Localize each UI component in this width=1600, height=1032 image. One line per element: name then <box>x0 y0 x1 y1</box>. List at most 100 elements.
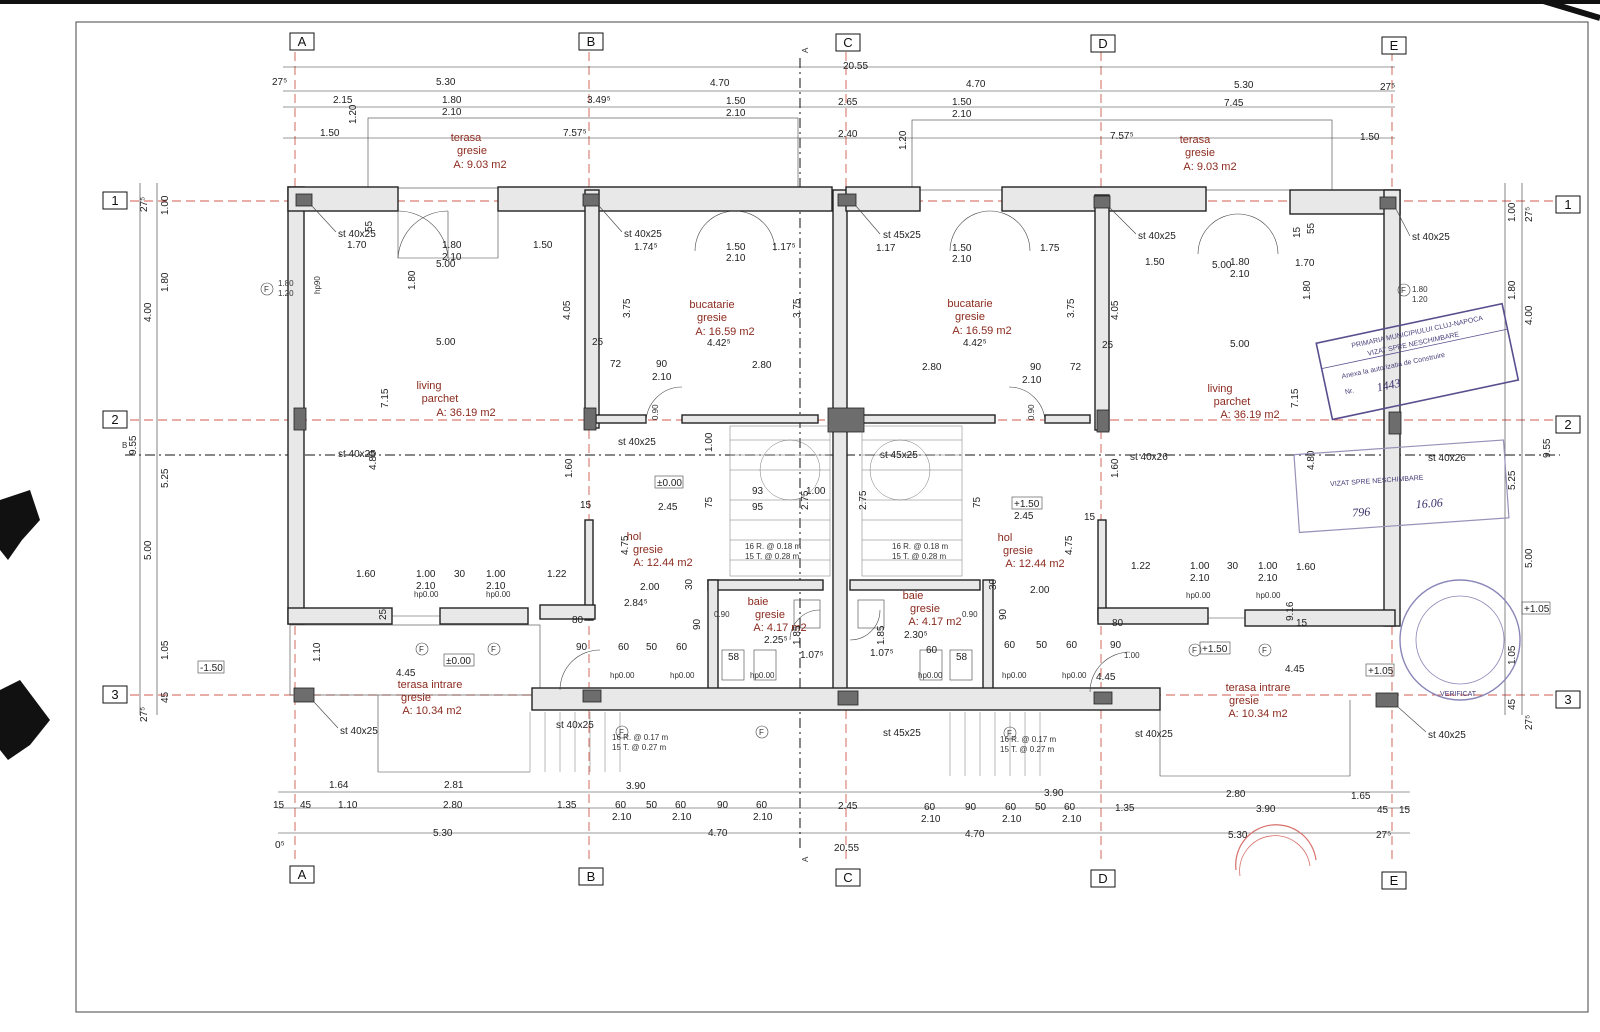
dim-left-1: 27⁵ <box>139 197 150 212</box>
dim-bot2-6: 27⁵ <box>1376 830 1391 841</box>
dim-left-2: 4.00 <box>143 302 154 322</box>
in-d185-1: 1.85 <box>792 625 803 645</box>
dim-bot1-15: 50 <box>1035 802 1047 813</box>
in-d100-w1: 1.00 <box>416 569 436 580</box>
dim-total-top: 20.55 <box>843 61 868 72</box>
dim-right-7: 1.05 <box>1507 645 1518 665</box>
in-d120-1: 1.20 <box>348 104 359 124</box>
in-d50-2: 50 <box>1036 640 1048 651</box>
dim-bot1-sub-3: 2.10 <box>753 812 773 823</box>
structural-columns <box>293 193 1402 708</box>
in-d180-1: 1.80 <box>442 240 462 251</box>
dim-top2-sub-3: 2.10 <box>952 109 972 120</box>
dim-bot1-sub-5: 2.10 <box>1002 814 1022 825</box>
room-terasa-intrare-left-name: terasa intrare <box>398 679 463 691</box>
in-d475-2: 4.75 <box>1064 535 1075 555</box>
dim-bot1-sub-1: 2.10 <box>612 812 632 823</box>
in-d55-1: 55 <box>364 220 375 232</box>
room-terasa-intrare-left-area: A: 10.34 m2 <box>402 705 461 717</box>
dim-bot1-sub-4: 2.10 <box>921 814 941 825</box>
dim-bot1-1: 15 <box>273 800 285 811</box>
in-d30-v2: 30 <box>988 578 999 590</box>
in-d60-3: 60 <box>926 645 938 656</box>
interior-dimensions: 5.00 5.00 5.00 5.00 1.70 1.70 1.80 1.80 … <box>278 104 1428 683</box>
in-d72-2: 72 <box>1070 362 1082 373</box>
dim-left-5: 1.05 <box>160 640 171 660</box>
axis-label-e-bottom: E <box>1390 873 1399 888</box>
in-d15-4: 15 <box>1296 618 1308 629</box>
section-mark-top: A <box>801 47 810 53</box>
room-terasa-intrare-left-finish: gresie <box>401 692 431 704</box>
dim-top-3: 4.70 <box>710 78 730 89</box>
top-right-corner <box>1539 0 1600 21</box>
in-d122-1: 1.22 <box>547 569 567 580</box>
dim-top3-1: 1.50 <box>320 128 340 139</box>
in-d160-1: 1.60 <box>356 569 376 580</box>
axis-label-3-right: 3 <box>1564 692 1571 707</box>
room-baie-left-area: A: 4.17 m2 <box>753 622 806 634</box>
dim-left-in-2: 1.80 <box>160 272 171 292</box>
tag-st-1: st 40x25 <box>338 229 376 240</box>
room-hol-right-finish: gresie <box>1003 545 1033 557</box>
dim-bot1-11: 2.45 <box>838 801 858 812</box>
in-d280-1: 2.80 <box>752 360 772 371</box>
in-d55-2: 55 <box>1306 222 1317 234</box>
dim-bot2-4: 4.70 <box>965 829 985 840</box>
in-d160-v1: 1.60 <box>564 458 575 478</box>
in-d210-w2: 2.10 <box>486 581 506 592</box>
red-stamp <box>1235 824 1317 877</box>
dim-top2-1: 2.15 <box>333 95 353 106</box>
in-d90-4: 90 <box>1110 640 1122 651</box>
round-stamp-text: VERIFICAT <box>1440 691 1477 698</box>
dim-bot1-14: 60 <box>1005 802 1017 813</box>
tag-st-5: st 40x25 <box>1412 232 1450 243</box>
in-d95: 95 <box>752 502 764 513</box>
room-terasa-left-name: terasa <box>451 132 482 144</box>
tag-st-13: st 45x25 <box>883 728 921 739</box>
room-living-left-finish: parchet <box>422 393 459 405</box>
dim-bot1-7: 50 <box>646 800 658 811</box>
level-plus150-terrace: +1.50 <box>1202 644 1228 655</box>
axis-label-c-top: C <box>843 35 852 50</box>
in-d180-v1: 1.80 <box>407 270 418 290</box>
room-terasa-intrare-right-finish: gresie <box>1229 695 1259 707</box>
dim-top-1: 27⁵ <box>272 77 287 88</box>
in-d30-1: 30 <box>454 569 466 580</box>
in-d25-2: 25 <box>592 337 604 348</box>
section-mark-bottom: A <box>801 856 810 862</box>
stair-ext-label-2: 15 T. @ 0.27 m <box>612 743 667 752</box>
room-labels: terasa gresie A: 9.03 m2 terasa gresie A… <box>398 132 1291 720</box>
dimension-lines <box>139 66 1523 834</box>
in-d500-4: 5.00 <box>1230 339 1250 350</box>
axis-label-c-bottom: C <box>843 870 852 885</box>
in-d375-1: 3.75 <box>622 298 633 318</box>
dim-bot1-4: 2.80 <box>443 800 463 811</box>
window-tag-5: F <box>759 728 764 737</box>
room-hol-right-name: hol <box>998 532 1013 544</box>
axis-label-e-top: E <box>1390 38 1399 53</box>
in-d916: 9.16 <box>1285 601 1296 621</box>
in-d210-w4: 2.10 <box>1258 573 1278 584</box>
room-baie-left-finish: gresie <box>755 609 785 621</box>
terrace-outlines <box>289 117 1351 777</box>
in-d25-3: 25 <box>1102 340 1114 351</box>
in-hp-10: hp0.00 <box>1062 671 1087 680</box>
in-d60-5: 60 <box>1066 640 1078 651</box>
dim-bot1-20: 15 <box>1399 805 1411 816</box>
bathroom-fixtures <box>721 599 973 681</box>
tag-st-8: st 45x25 <box>880 450 918 461</box>
dim-bot2-1: 0⁵ <box>275 840 285 851</box>
dim-total-bottom: 20.55 <box>834 843 859 854</box>
in-d93: 93 <box>752 486 764 497</box>
axis-label-1-left: 1 <box>111 193 118 208</box>
stamp1-line4: Nr. <box>1344 387 1354 396</box>
stair-label-1: 16 R. @ 0.18 m <box>745 542 801 551</box>
in-d60-2: 60 <box>676 642 688 653</box>
dim-top2-7: 7.45 <box>1224 98 1244 109</box>
in-d30-2: 30 <box>1227 561 1239 572</box>
dim-top2-3: 3.49⁵ <box>587 95 611 106</box>
dim-top3-3: 2.40 <box>838 129 858 140</box>
in-d210-3: 2.10 <box>952 254 972 265</box>
tag-st-15: st 40x25 <box>1428 730 1466 741</box>
stair-ext-label-4: 15 T. @ 0.27 m <box>1000 745 1055 754</box>
